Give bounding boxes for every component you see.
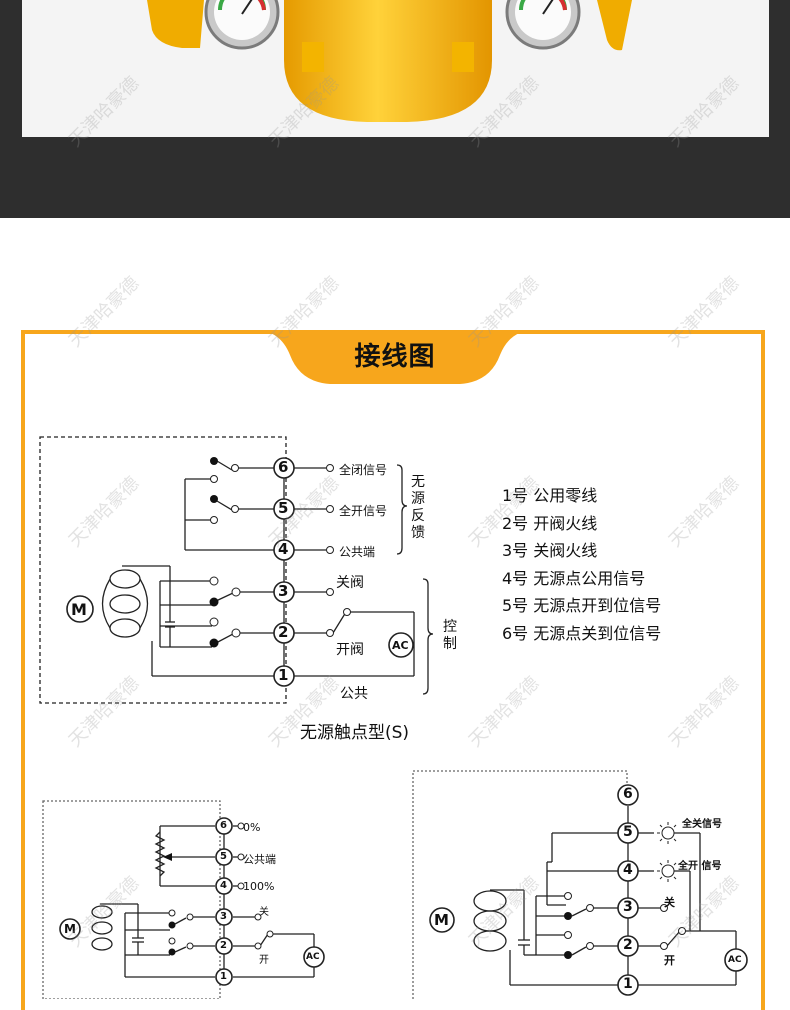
d2-motor-label: M [64, 922, 76, 936]
d1-label-common: 公共 [340, 686, 368, 702]
d1-num-5: 5 [278, 499, 289, 517]
right-flange [597, 0, 632, 51]
tank-body [284, 0, 492, 122]
d1-label-common-end: 公共端 [339, 545, 376, 559]
d1-motor-label: M [71, 600, 87, 619]
d1-ac-circle [388, 632, 414, 658]
d1-terminal-5 [273, 498, 295, 520]
d1-terminal-3 [273, 581, 295, 603]
d2-num-2: 2 [220, 940, 227, 951]
d3-label-full-close: 全关信号 [682, 819, 722, 830]
d1-ac-label: AC [392, 639, 409, 652]
legend-item: 5号 无源点开到位信号 [502, 596, 662, 615]
d3-num-1: 1 [623, 976, 633, 992]
d3-ac-label: AC [728, 955, 742, 965]
d3-num-3: 3 [623, 899, 633, 915]
d3-label-full-open: 全开 信号 [678, 861, 722, 872]
d1-num-6: 6 [278, 458, 289, 476]
d2-num-5: 5 [220, 851, 227, 862]
d1-num-4: 4 [278, 540, 289, 558]
d2-dashed-box [42, 800, 221, 999]
d2-ac-label: AC [306, 952, 320, 962]
legend-item: 4号 无源点公用信号 [502, 568, 646, 588]
d3-num-5: 5 [623, 824, 633, 840]
d1-group-control: 控制 [443, 619, 457, 652]
d3-num-6: 6 [623, 786, 633, 802]
d1-terminal-4 [273, 539, 295, 561]
section-title: 接线图 [354, 342, 436, 372]
legend-item: 1号 公用零线 [502, 486, 598, 505]
d3-label-open: 开 [664, 954, 675, 967]
d1-label-close-valve: 关阀 [336, 575, 364, 591]
d1-caption: 无源触点型(S) [300, 723, 410, 743]
valve-illustration [147, 0, 632, 122]
left-gauge-face [214, 0, 270, 40]
product-photo [22, 0, 769, 137]
potentiometer-arrow [163, 853, 172, 861]
legend-item: 6号 无源点关到位信号 [502, 623, 662, 643]
d1-label-full-close: 全闭信号 [339, 463, 388, 477]
d2-label-0pct: 0% [243, 821, 261, 834]
left-flange [147, 0, 204, 48]
d3-num-4: 4 [623, 862, 633, 878]
d1-motor-circle [66, 595, 94, 623]
d1-num-1: 1 [278, 666, 289, 684]
d3-num-2: 2 [623, 937, 633, 953]
legend-item: 2号 开阀火线 [502, 513, 598, 533]
d3-motor-label: M [434, 911, 449, 929]
d2-label-100pct: 100% [243, 880, 275, 893]
title-tab [255, 330, 535, 384]
d1-terminal-2 [273, 622, 295, 644]
d2-num-4: 4 [220, 880, 227, 891]
d2-label-open: 开 [259, 955, 269, 966]
legend-item: 3号 关阀火线 [502, 541, 598, 560]
d1-dashed-box [39, 436, 287, 704]
d2-label-close: 关 [259, 907, 269, 918]
d3-dashed-box [412, 770, 628, 999]
right-gauge-face [515, 0, 571, 40]
d2-num-1: 1 [220, 971, 227, 982]
d1-group-feedback: 无源反馈 [411, 474, 425, 541]
terminal-legend: 1号 公用零线 2号 开阀火线 3号 关阀火线 4号 无源点公用信号 5号 无源… [502, 482, 661, 647]
d1-terminal-1 [273, 665, 295, 687]
d1-terminal-6 [273, 457, 295, 479]
d3-label-close: 关 [664, 896, 675, 909]
d1-num-2: 2 [278, 623, 289, 641]
d2-num-6: 6 [220, 820, 227, 831]
d2-num-3: 3 [220, 911, 227, 922]
d1-num-3: 3 [278, 582, 289, 600]
d1-label-full-open: 全开信号 [339, 504, 388, 518]
d1-label-open-valve: 开阀 [336, 642, 364, 658]
d2-label-common: 公共端 [243, 853, 276, 866]
